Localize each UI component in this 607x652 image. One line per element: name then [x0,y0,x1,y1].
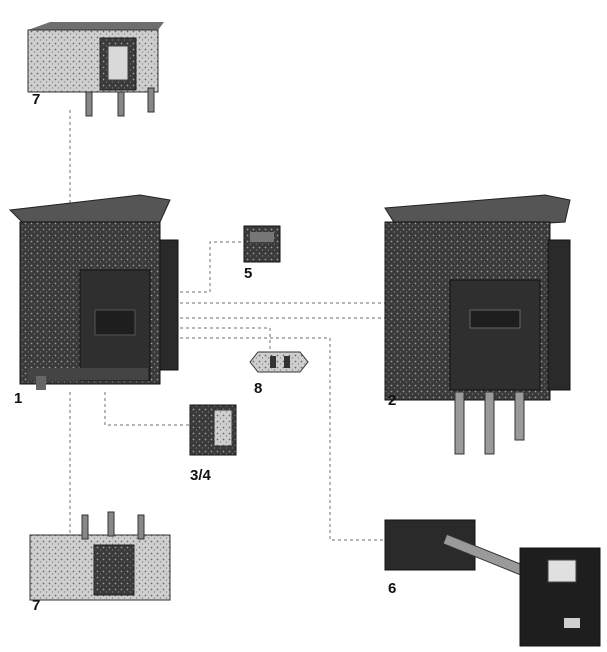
top-cover-part [27,22,164,117]
label-linking-piece: 8 [254,380,262,397]
connector-lines [69,110,385,541]
second-contactor-part [384,194,571,455]
label-bottom-cover: 7 [32,597,40,614]
main-contactor-part [8,194,179,390]
handle-part [384,519,601,647]
aux-contact-block-part [243,225,281,263]
label-top-cover: 7 [32,91,40,108]
bottom-cover-part [29,511,171,601]
linking-piece-part [249,351,309,373]
label-front-aux-contact: 3/4 [190,467,212,484]
label-aux-contact-block: 5 [244,265,252,282]
label-second-contactor: 2 [388,392,396,409]
label-handle: 6 [388,580,396,597]
label-main-contactor: 1 [14,390,22,407]
front-aux-contact-part [189,404,237,456]
